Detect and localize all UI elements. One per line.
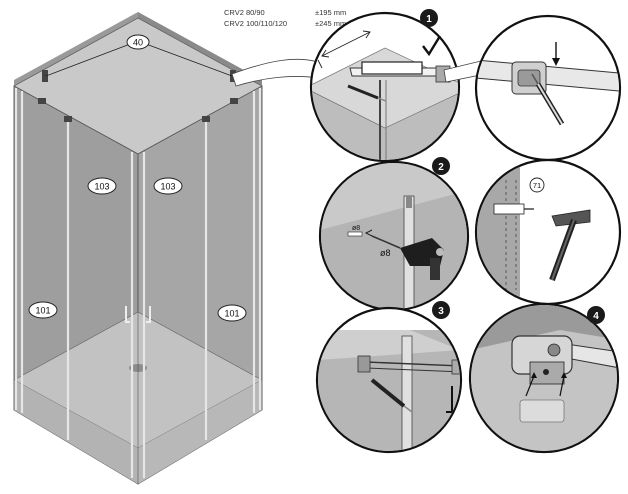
callout-door-right: 103 — [153, 177, 183, 195]
allen-key-icon — [446, 386, 453, 413]
callout-side-left: 101 — [28, 301, 58, 319]
callout-top-part: 40 — [126, 34, 150, 50]
shower-enclosure: 40 103 103 101 101 — [13, 12, 263, 485]
drill-icon — [371, 235, 444, 280]
callout-side-right: 101 — [217, 304, 247, 322]
hammer-icon — [549, 209, 591, 282]
top-part-leaders — [45, 43, 233, 77]
svg-text:2: 2 — [438, 162, 444, 173]
svg-text:4: 4 — [593, 311, 599, 322]
step-3-detail — [315, 306, 463, 454]
tray-front-right — [138, 380, 262, 484]
drill-size-large: ø8 — [380, 248, 391, 258]
step-2-detail: ø8 ø8 — [318, 160, 470, 312]
callout-anchor: 71 — [529, 177, 545, 193]
distance-large: ±245 mm — [315, 19, 347, 28]
zoom-ribbon — [231, 58, 319, 87]
step-4-detail — [468, 302, 620, 454]
wall-bar — [361, 61, 423, 75]
step-badge-3: 3 — [432, 301, 450, 319]
step-badge-1: 1 — [420, 9, 438, 27]
callout-door-left: 103 — [87, 177, 117, 195]
check-icon — [422, 35, 442, 57]
model-label-small: CRV2 80/90 — [224, 8, 265, 17]
svg-text:103: 103 — [94, 182, 109, 192]
tray-front-left — [14, 380, 138, 484]
vertical-profiles — [14, 88, 262, 478]
step-1-detail — [309, 11, 461, 163]
svg-text:101: 101 — [35, 306, 50, 316]
svg-text:1: 1 — [426, 14, 432, 25]
svg-text:101: 101 — [224, 309, 239, 319]
step-badge-2: 2 — [432, 157, 450, 175]
cover-cap — [519, 399, 565, 423]
drill-size-small: ø8 — [352, 225, 360, 232]
step-badge-4: 4 — [587, 306, 605, 324]
dimension-arrow — [317, 30, 371, 69]
svg-text:3: 3 — [438, 306, 444, 317]
svg-text:40: 40 — [133, 38, 143, 48]
door-handles — [125, 306, 151, 323]
distance-small: ±195 mm — [315, 8, 347, 17]
step-1-zoom-detail — [474, 14, 622, 162]
svg-text:71: 71 — [533, 181, 541, 190]
svg-text:103: 103 — [160, 182, 175, 192]
model-label-large: CRV2 100/110/120 — [224, 19, 288, 28]
step-2-anchor-detail: 71 — [474, 158, 622, 306]
wall-plug — [347, 231, 363, 237]
